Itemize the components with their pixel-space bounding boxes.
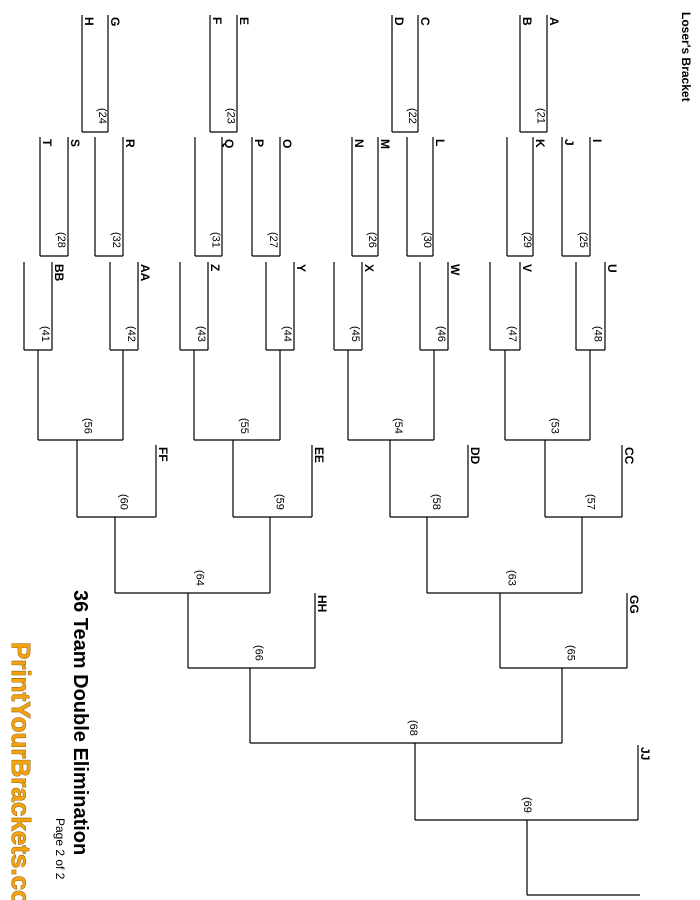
team-label: R (123, 139, 137, 148)
game-number: (26 (366, 232, 378, 248)
game-number: (31 (210, 232, 222, 248)
game-number: (55 (238, 418, 250, 434)
game-number: (44 (281, 326, 293, 342)
team-label: T (40, 139, 54, 147)
team-label: BB (52, 264, 66, 282)
team-label: FF (156, 447, 170, 462)
team-label: S (68, 139, 82, 147)
team-label: G (108, 17, 122, 26)
game-number: (23 (225, 108, 237, 124)
game-number: (43 (195, 326, 207, 342)
game-number: (25 (577, 232, 589, 248)
bracket-labels: A B (21 C D (22 E F (23 G H (24I J (25 K (29 L (30 M N (26 O P… (39, 17, 652, 813)
game-number: (56 (82, 418, 94, 434)
team-label: Q (222, 139, 236, 148)
game-number: (65 (565, 645, 577, 661)
team-label: N (352, 139, 366, 148)
team-label: P (252, 139, 266, 147)
game-number: (60 (118, 494, 130, 510)
game-number: (21 (535, 108, 547, 124)
team-label: Z (208, 264, 222, 271)
game-number: (69 (521, 797, 533, 813)
team-label: O (280, 139, 294, 148)
team-label: E (237, 17, 251, 25)
team-label: H (82, 17, 96, 26)
team-label: F (210, 17, 224, 24)
game-number: (24 (96, 108, 108, 124)
game-number: (57 (585, 494, 597, 510)
team-label: D (392, 17, 406, 26)
team-label: C (418, 17, 432, 26)
team-label: J (562, 139, 576, 146)
game-number: (27 (267, 232, 279, 248)
game-number: (68 (407, 720, 419, 736)
team-label: V (520, 264, 534, 272)
game-number: (59 (274, 494, 286, 510)
team-label: JJ (638, 747, 652, 760)
team-label: DD (468, 447, 482, 465)
team-label: L (433, 139, 447, 146)
game-number: (58 (430, 494, 442, 510)
team-label: M (378, 139, 392, 149)
team-label: HH (315, 595, 329, 612)
team-label: U (605, 264, 619, 273)
game-number: (45 (349, 326, 361, 342)
game-number: (53 (549, 418, 561, 434)
team-label: AA (138, 264, 152, 282)
team-label: K (533, 139, 547, 148)
game-number: (48 (592, 326, 604, 342)
bracket-title: 36 Team Double Elimination (69, 590, 91, 855)
game-number: (54 (392, 418, 404, 434)
section-title: Loser's Bracket (679, 12, 693, 102)
team-label: X (362, 264, 376, 272)
team-label: A (547, 17, 561, 26)
team-label: Y (294, 264, 308, 272)
game-number: (29 (521, 232, 533, 248)
game-number: (32 (110, 232, 122, 248)
game-number: (63 (506, 570, 518, 586)
team-label: I (590, 139, 604, 142)
game-number: (42 (125, 326, 137, 342)
game-number: (46 (435, 326, 447, 342)
game-number: (64 (194, 570, 206, 586)
bracket-lines (23, 15, 640, 896)
game-number: (47 (506, 326, 518, 342)
game-number: (28 (55, 232, 67, 248)
team-label: EE (312, 447, 326, 463)
page-label: Page 2 of 2 (53, 818, 67, 880)
game-number: (66 (253, 645, 265, 661)
team-label: B (520, 17, 534, 26)
team-label: W (448, 264, 462, 276)
game-number: (30 (421, 232, 433, 248)
game-number: (41 (39, 326, 51, 342)
game-number: (22 (406, 108, 418, 124)
team-label: CC (622, 447, 636, 465)
brand-logo: PrintYourBrackets.com (6, 642, 36, 900)
team-label: GG (627, 595, 641, 614)
